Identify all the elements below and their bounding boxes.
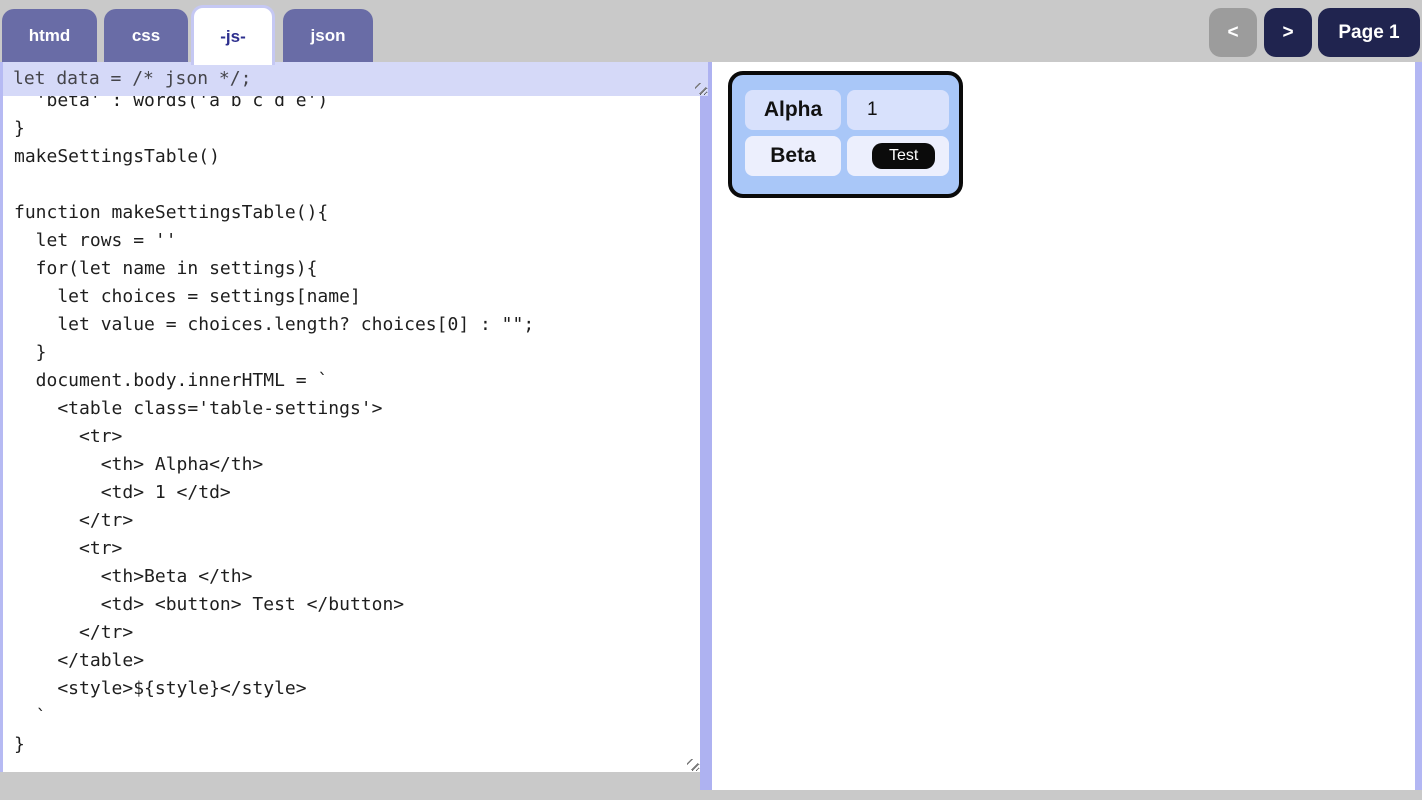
js-code-editor[interactable]: 'beta' : words('a b c d e') } makeSettin… [3,96,700,772]
tab-htmd[interactable]: htmd [2,9,97,62]
page-indicator-button[interactable]: Page 1 [1318,8,1420,57]
table-header-alpha: Alpha [745,90,841,130]
prev-page-button[interactable]: < [1209,8,1257,57]
json-data-line-wrap: let data = /* json */; [3,62,708,96]
settings-table: Alpha 1 Beta Test [728,71,963,198]
pane-divider [700,62,712,790]
table-cell-beta: Test [847,136,949,176]
tab-css[interactable]: css [104,9,188,62]
test-button[interactable]: Test [872,143,936,169]
preview-pane: Alpha 1 Beta Test [712,62,1422,790]
preview-scrollbar[interactable] [1415,62,1422,790]
tab-bar: htmd css -js- json < > Page 1 [0,0,1422,65]
table-value-alpha: 1 [847,90,949,130]
editor-left-edge [0,62,3,772]
table-header-beta: Beta [745,136,841,176]
tab-js[interactable]: -js- [191,5,275,65]
tab-json[interactable]: json [283,9,373,62]
next-page-button[interactable]: > [1264,8,1312,57]
js-code-editor-wrap: 'beta' : words('a b c d e') } makeSettin… [3,96,700,772]
json-data-input[interactable]: let data = /* json */; [3,62,708,96]
